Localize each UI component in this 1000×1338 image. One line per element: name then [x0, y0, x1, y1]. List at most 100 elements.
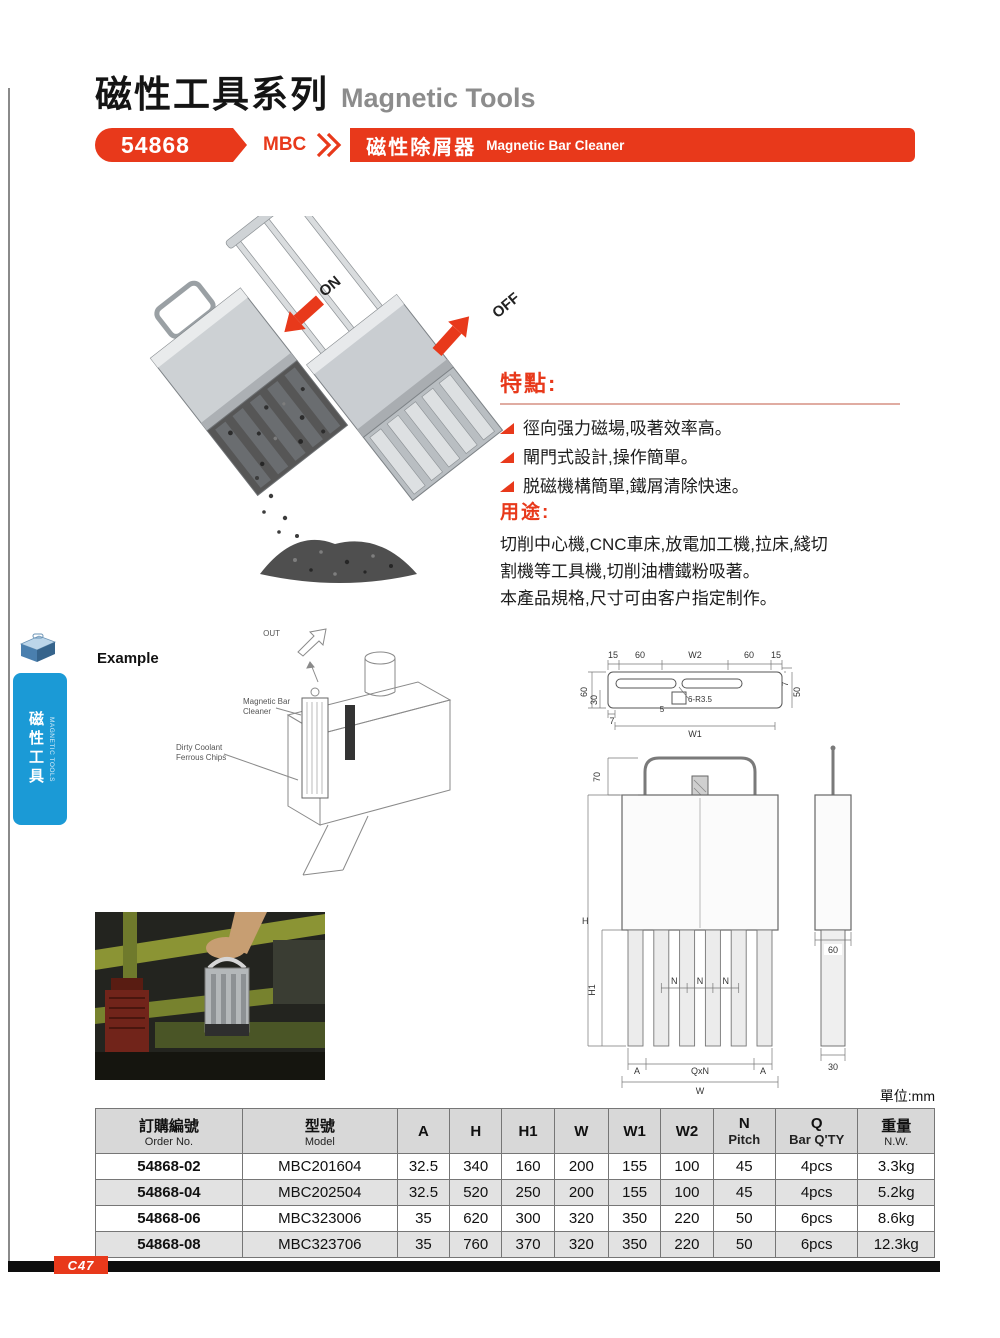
dim-label: 5 — [660, 705, 665, 714]
category-tab: 磁性工具 MAGNETIC TOOLS — [13, 673, 67, 825]
product-illustration: ON OFF — [149, 216, 523, 583]
spec-cell: 6pcs — [774, 1231, 859, 1258]
ann-dirty-coolant: Dirty Coolant — [176, 743, 223, 752]
dim-label: 7 — [781, 681, 790, 686]
cleaner-off-device — [225, 216, 504, 502]
cleaner-on-device — [149, 280, 349, 497]
spec-cell: 50 — [712, 1205, 776, 1232]
dim-label: 15 — [771, 650, 781, 660]
spec-cell: 6pcs — [774, 1205, 859, 1232]
spec-cell: 320 — [553, 1205, 610, 1232]
spec-cell: 35 — [396, 1231, 451, 1258]
spec-cell: 4pcs — [774, 1153, 859, 1180]
dim-label: 6-R3.5 — [688, 695, 713, 704]
usage-heading: 用途: — [500, 502, 551, 523]
spec-cell: 45 — [712, 1179, 776, 1206]
spec-cell: 8.6kg — [857, 1205, 935, 1232]
spec-cell: 320 — [553, 1231, 610, 1258]
spec-cell: 4pcs — [774, 1179, 859, 1206]
spec-cell: 200 — [553, 1179, 610, 1206]
dim-label: 60 — [828, 945, 838, 955]
spec-cell: 32.5 — [396, 1179, 451, 1206]
footer-bar — [8, 1261, 940, 1272]
features-heading: 特點: — [500, 366, 900, 405]
double-chevron-icon — [316, 128, 342, 162]
spec-cell: 3.3kg — [857, 1153, 935, 1180]
usage-text: 本產品規格,尺寸可由客户指定制作。 — [500, 589, 777, 608]
table-row: 54868-04 MBC202504 32.5 520 250 200 155 … — [95, 1179, 935, 1206]
chips-pile — [255, 476, 417, 583]
dim-label: W — [696, 1086, 705, 1096]
dim-label: 15 — [608, 650, 618, 660]
product-code-text: 54868 — [121, 131, 190, 158]
spec-cell: 32.5 — [396, 1153, 451, 1180]
dim-label: W1 — [688, 729, 702, 739]
spec-cell: 340 — [449, 1153, 503, 1180]
spec-cell: 160 — [501, 1153, 555, 1180]
spec-cell: 50 — [712, 1231, 776, 1258]
spec-cell: 370 — [501, 1231, 555, 1258]
dim-label: 70 — [592, 772, 602, 782]
table-row: 54868-02 MBC201604 32.5 340 160 200 155 … — [95, 1153, 935, 1180]
dim-label: H1 — [587, 984, 597, 996]
ann-magnetic-bar-cleaner-2: Cleaner — [243, 707, 271, 716]
table-row: 54868-08 MBC323706 35 760 370 320 350 22… — [95, 1231, 935, 1258]
spec-cell: 155 — [607, 1153, 662, 1180]
product-abbr: MBC — [263, 134, 307, 155]
usage-text: 切削中心機,CNC車床,放電加工機,拉床,綫切 — [500, 535, 828, 554]
dim-label: QxN — [691, 1066, 709, 1076]
triangle-bullet-icon — [500, 481, 514, 492]
series-title-zh: 磁性工具系列 — [95, 74, 329, 115]
dim-label: N — [671, 976, 678, 986]
example-label: Example — [97, 650, 159, 667]
model-cell: MBC323706 — [241, 1231, 398, 1258]
dim-label: 30 — [828, 1062, 838, 1072]
ann-magnetic-bar-cleaner: Magnetic Bar — [243, 697, 290, 706]
spec-cell: 5.2kg — [857, 1179, 935, 1206]
dim-label: A — [634, 1066, 640, 1076]
dim-label: 60 — [744, 650, 754, 660]
unit-note: 單位:mm — [879, 1088, 935, 1104]
spec-cell: 100 — [660, 1179, 714, 1206]
category-sidebar: 磁性工具 MAGNETIC TOOLS — [13, 632, 67, 825]
on-label: ON — [316, 273, 344, 300]
page-edge-line — [8, 88, 10, 1264]
triangle-bullet-icon — [500, 423, 514, 434]
dimension-lines — [814, 932, 852, 1061]
feature-text: 徑向强力磁場,吸著效率高。 — [523, 419, 732, 438]
order-no-cell: 54868-06 — [95, 1205, 243, 1232]
off-label: OFF — [489, 289, 523, 321]
header-a: A — [396, 1108, 451, 1154]
feature-text: 閘門式設計,操作簡單。 — [523, 448, 698, 467]
top-view-drawing: 15 60 W2 60 15 60 30 7 W1 6-R3.5 5 7 50 — [579, 650, 802, 739]
product-banner: 54868 MBC 磁性除屑器 Magnetic Bar Cleaner — [95, 128, 915, 162]
side-view-drawing: 60 30 — [814, 745, 852, 1072]
dim-label: 60 — [579, 687, 589, 697]
dim-label: N — [723, 976, 730, 986]
header-h1: H1 — [501, 1108, 555, 1154]
header-w: W — [553, 1108, 610, 1154]
spec-cell: 35 — [396, 1205, 451, 1232]
ann-ferrous-chips: Ferrous Chips — [176, 753, 226, 762]
feature-text: 脱磁機構簡單,鐵屑清除快速。 — [523, 477, 749, 496]
dim-label: H — [582, 916, 589, 926]
dim-label: 7 — [609, 716, 614, 726]
spec-cell: 200 — [553, 1153, 610, 1180]
feature-item: 徑向强力磁場,吸著效率高。 — [500, 414, 900, 443]
dim-label: N — [697, 976, 704, 986]
order-no-cell: 54868-08 — [95, 1231, 243, 1258]
model-cell: MBC202504 — [241, 1179, 398, 1206]
spec-cell: 760 — [449, 1231, 503, 1258]
triangle-bullet-icon — [500, 452, 514, 463]
off-arrow-icon — [432, 316, 470, 357]
dimension-lines — [588, 660, 793, 730]
product-name-en: Magnetic Bar Cleaner — [486, 137, 625, 153]
spec-cell: 12.3kg — [857, 1231, 935, 1258]
feature-item: 脱磁機構簡單,鐵屑清除快速。 — [500, 472, 900, 501]
